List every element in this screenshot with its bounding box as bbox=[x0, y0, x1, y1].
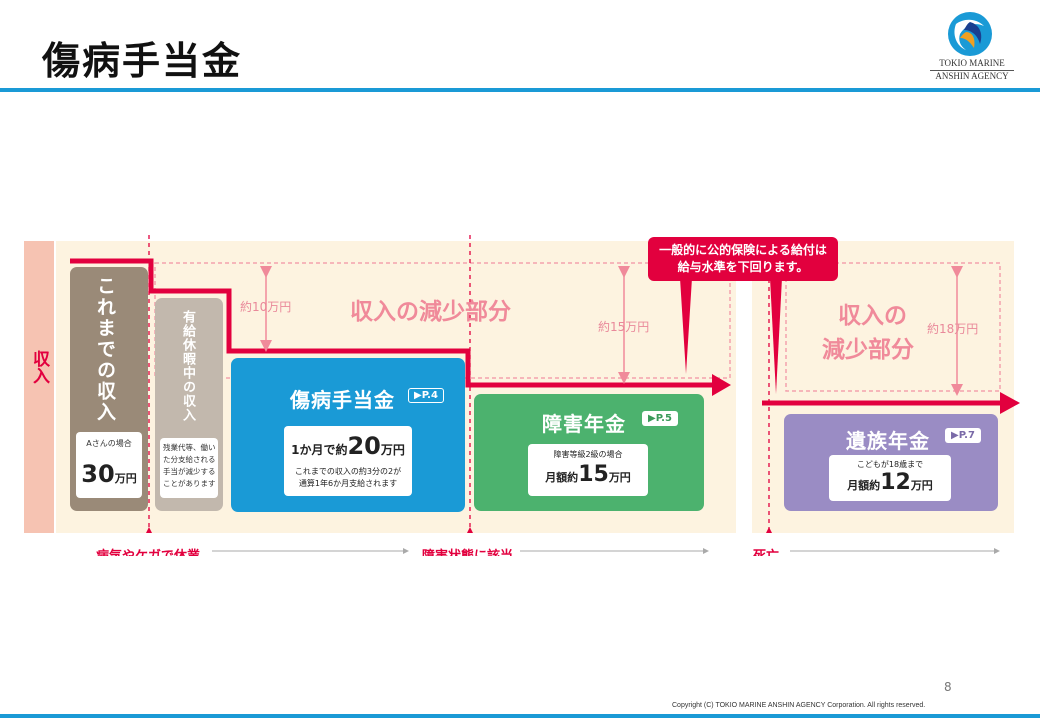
paid-leave-note-box bbox=[160, 438, 218, 498]
survivors-page-ref[interactable]: ▶P.7 bbox=[945, 428, 981, 443]
disability-pension-title: 障害年金 bbox=[542, 412, 626, 436]
current-income-amount-unit: 万円 bbox=[114, 472, 137, 485]
sickness-note-line3: 通算1年6か月支給されます bbox=[298, 479, 398, 488]
survivors-pension-title: 遺族年金 bbox=[846, 429, 930, 453]
reduction-18-label: 約18万円 bbox=[927, 322, 979, 336]
header-divider bbox=[0, 88, 1040, 92]
sickness-amount-unit: 万円 bbox=[380, 443, 405, 457]
current-income-amount-box bbox=[76, 432, 142, 498]
footer-divider bbox=[0, 714, 1040, 718]
disability-amount-line: 月額約15万円 bbox=[528, 462, 648, 487]
paid-leave-note: 残業代等、働いた分支給される手当が減少することがあります bbox=[163, 443, 216, 488]
current-income-case-label: Aさんの場合 bbox=[86, 439, 132, 448]
sickness-amount-line: 1か月で約20万円 bbox=[284, 432, 412, 460]
sickness-amount-value: 20 bbox=[347, 432, 381, 460]
decrease-label-2a: 収入の bbox=[838, 303, 907, 329]
income-axis-band bbox=[24, 241, 54, 533]
sickness-note-line2: これまでの収入の約3分の2が bbox=[294, 467, 402, 476]
sickness-detail-box bbox=[284, 426, 412, 496]
disability-amount-prefix: 月額約 bbox=[545, 471, 579, 484]
reduction-10-label: 約10万円 bbox=[240, 300, 292, 314]
current-income-title: これまでの収入 bbox=[94, 276, 116, 423]
survivors-case-label: こどもが18歳まで bbox=[856, 460, 924, 469]
copyright-text: Copyright (C) TOKIO MARINE ANSHIN AGENCY… bbox=[672, 702, 926, 709]
survivors-amount-value: 12 bbox=[880, 470, 911, 495]
decrease-label-2b: 減少部分 bbox=[822, 337, 914, 363]
logo-separator bbox=[930, 70, 1014, 71]
callout-line1: 一般的に公的保険による給付は bbox=[659, 243, 827, 257]
tokio-marine-logo-icon bbox=[948, 12, 992, 56]
timeline-event-disability: 障害状態に該当 bbox=[422, 545, 513, 556]
disability-page-ref[interactable]: ▶P.5 bbox=[642, 411, 678, 426]
logo-line1: TOKIO MARINE bbox=[939, 58, 1005, 68]
decrease-label-1: 収入の減少部分 bbox=[350, 299, 511, 325]
disability-case-label: 障害等級2級の場合 bbox=[553, 450, 623, 459]
page-title: 傷病手当金 bbox=[42, 39, 243, 83]
survivors-amount-prefix: 月額約 bbox=[847, 479, 881, 492]
timeline-event-leave: 病気やケガで休業 bbox=[96, 545, 200, 556]
sickness-page-ref[interactable]: ▶P.4 bbox=[408, 388, 444, 403]
reduction-15-label: 約15万円 bbox=[598, 320, 650, 334]
timeline-event-death: 死亡 bbox=[753, 545, 779, 556]
income-axis-label: 収入 bbox=[29, 350, 49, 384]
survivors-detail-box bbox=[829, 455, 951, 501]
logo-line2: ANSHIN AGENCY bbox=[935, 71, 1009, 81]
benefit-note-callout: 一般的に公的保険による給付は 給与水準を下回ります。 bbox=[648, 237, 838, 281]
disability-detail-box bbox=[528, 444, 648, 496]
survivors-amount-unit: 万円 bbox=[910, 479, 933, 492]
callout-line2: 給与水準を下回ります。 bbox=[677, 260, 809, 274]
survivors-amount-line: 月額約12万円 bbox=[829, 470, 951, 495]
sickness-amount-prefix: 1か月で約 bbox=[291, 443, 348, 457]
disability-amount-unit: 万円 bbox=[608, 471, 631, 484]
paid-leave-title: 有給休暇中の収入 bbox=[180, 310, 195, 422]
logo-wordmark: TOKIO MARINE ANSHIN AGENCY bbox=[922, 58, 1022, 82]
disability-amount-value: 15 bbox=[578, 462, 609, 487]
current-income-amount-value: 30 bbox=[81, 460, 115, 488]
page-number: 8 bbox=[944, 680, 952, 694]
sickness-allowance-title: 傷病手当金 bbox=[290, 388, 395, 412]
current-income-amount: 30万円 bbox=[76, 460, 142, 488]
